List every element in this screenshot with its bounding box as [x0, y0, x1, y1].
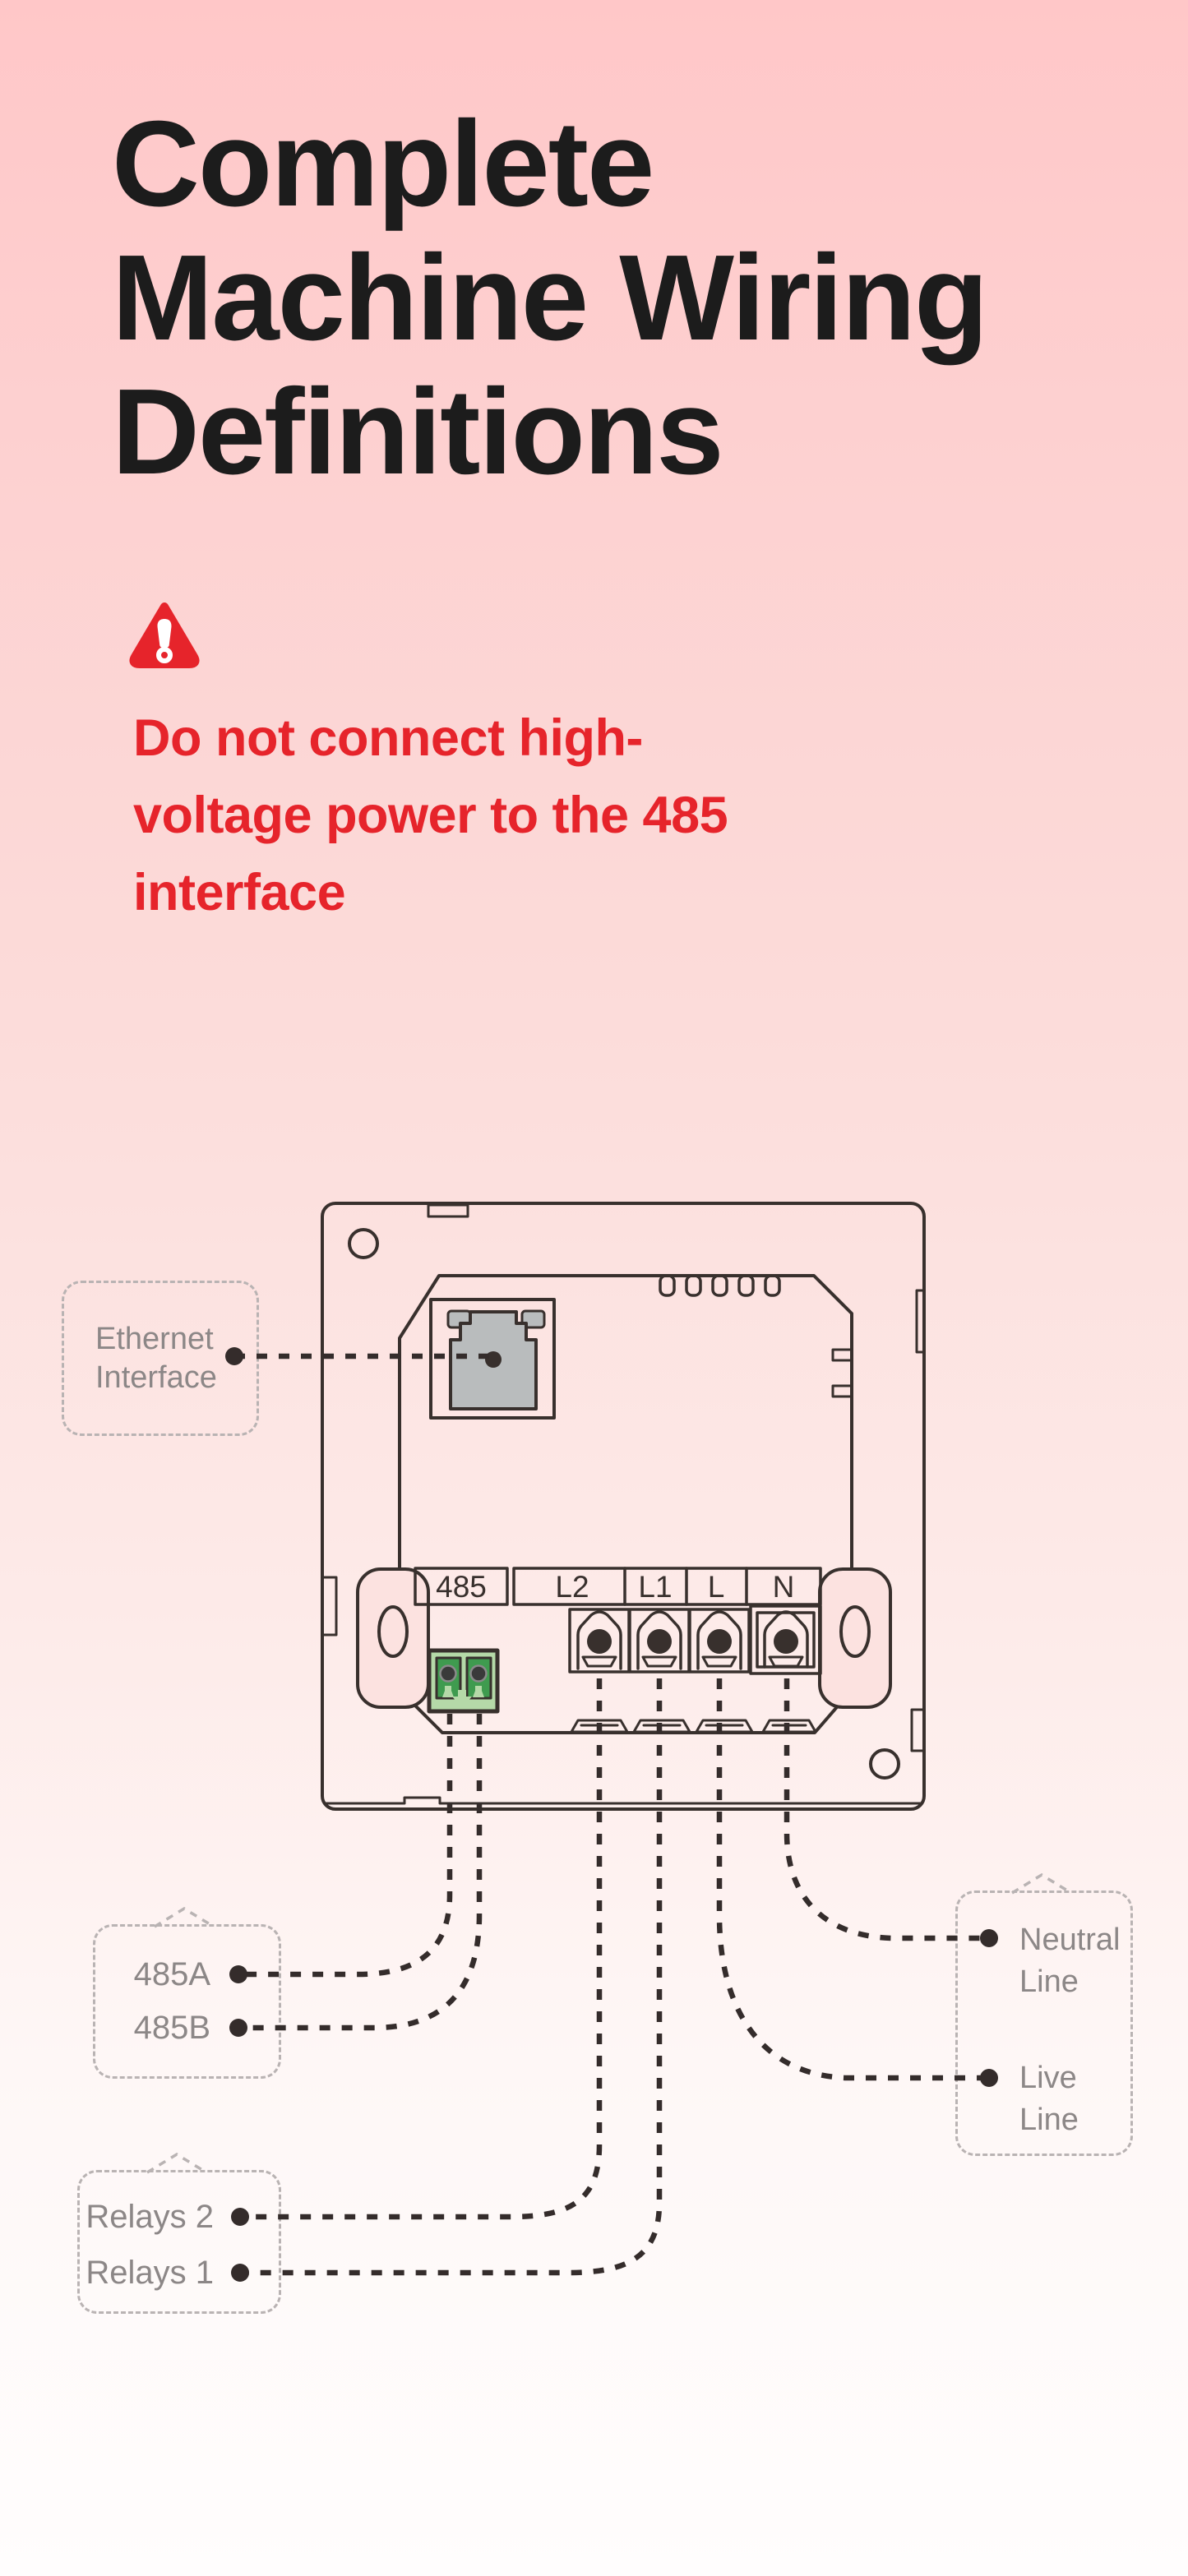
dot-neutral-line: [980, 1929, 998, 1947]
callout-ethernet-line: Ethernet: [95, 1321, 214, 1356]
warning-text-line: voltage power to the 485: [133, 787, 728, 844]
terminal-label-strip: [414, 1567, 822, 1606]
screw-terminal-l: [688, 1608, 751, 1673]
warning-text-line: interface: [133, 864, 346, 921]
neutral-line-word: Line: [1019, 1964, 1079, 1999]
neutral-line-word: Neutral: [1019, 1923, 1121, 1957]
right-edge-slot-upper: [915, 1289, 926, 1354]
ethernet-rj45-port: [429, 1298, 556, 1420]
callout-label-relays-2: Relays 2: [86, 2199, 214, 2235]
terminal-label-n: N: [773, 1570, 795, 1604]
callout-label-relays-1: Relays 1: [86, 2255, 214, 2291]
panel-right-notches: [831, 1348, 853, 1398]
page-title-line: Machine Wiring: [112, 230, 988, 366]
wire-relay2: [248, 1678, 603, 2220]
page-title: Complete Machine Wiring Definitions: [112, 96, 988, 500]
live-line-word: Live: [1019, 2061, 1077, 2095]
callout-label-live-line: Live Line: [1019, 2057, 1079, 2141]
screw-hole-top-left: [348, 1228, 379, 1259]
device-outline: [321, 1202, 926, 1811]
callout-relays-box: [77, 2170, 281, 2314]
dot-live-line: [980, 2069, 998, 2087]
thermostat-back-panel-diagram: 485 L2 L1 L N: [321, 1202, 926, 1811]
callout-label-485b: 485B: [133, 2010, 210, 2046]
page-title-line: Definitions: [112, 364, 724, 500]
wire-485b: [247, 1714, 483, 2031]
warning-text: Do not connect high- voltage power to th…: [133, 699, 728, 931]
terminal-label-l2: L2: [555, 1570, 589, 1604]
wire-relay1: [248, 1678, 663, 2276]
page-title-line: Complete: [112, 96, 654, 232]
callout-label-485a: 485A: [133, 1956, 210, 1992]
alert-triangle-icon: [129, 602, 200, 668]
rs485-terminal-block: [427, 1648, 500, 1714]
callout-485-box: [93, 1924, 281, 2079]
caret-relays-box: [146, 2152, 207, 2174]
dot-relays-2: [231, 2208, 249, 2226]
callout-ethernet-interface: Ethernet Interface: [62, 1281, 259, 1436]
caret-power-box: [1011, 1872, 1072, 1895]
left-edge-slot: [321, 1576, 338, 1637]
callout-label-neutral-line: Neutral Line: [1019, 1919, 1121, 2003]
dot-485a: [229, 1965, 247, 1983]
dot-485b: [229, 2019, 247, 2037]
rs485-arrow-down: [452, 1690, 472, 1708]
warning-text-line: Do not connect high-: [133, 709, 643, 767]
wire-live: [716, 1678, 981, 2081]
terminal-label-485: 485: [436, 1570, 487, 1604]
dot-relays-1: [231, 2264, 249, 2282]
backplate-bottom-edge: [324, 1796, 922, 1805]
vent-slots: [659, 1274, 781, 1297]
live-line-word: Line: [1019, 2103, 1079, 2137]
screw-terminal-n: [749, 1604, 822, 1675]
mounting-tab-left: [356, 1567, 430, 1709]
terminal-label-l1: L1: [638, 1570, 672, 1604]
right-edge-slot-lower: [910, 1708, 926, 1752]
wire-485a: [247, 1714, 453, 1978]
callout-power-lines-box: [955, 1890, 1133, 2156]
terminal-label-l: L: [708, 1570, 725, 1604]
callout-ethernet-line: Interface: [95, 1360, 217, 1395]
screw-hole-bottom-right: [869, 1748, 900, 1780]
wire-neutral: [784, 1678, 981, 1941]
dot-ethernet: [225, 1347, 243, 1365]
top-clip-notch: [427, 1203, 469, 1218]
caret-485-box: [154, 1906, 215, 1928]
